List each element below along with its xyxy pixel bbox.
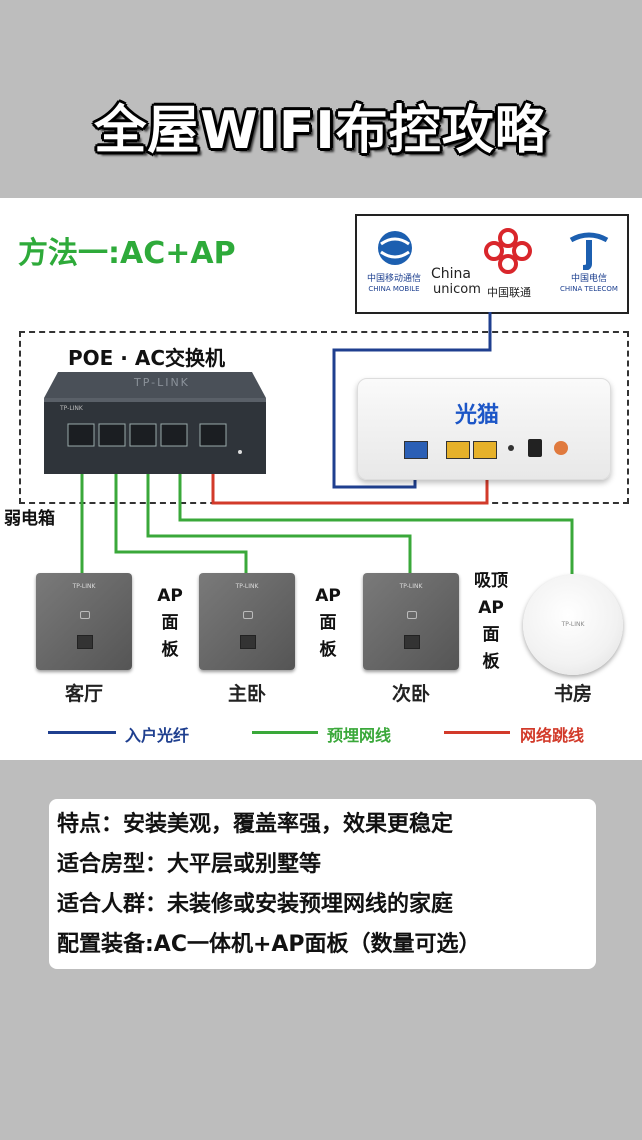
ap-port-icon — [240, 635, 256, 649]
feature-4: 配置装备:AC一体机+AP面板（数量可选） — [57, 932, 481, 957]
china-mobile-en: CHINA MOBILE — [368, 285, 420, 293]
modem-label: 光猫 — [455, 403, 500, 428]
china-telecom-logo-icon — [569, 232, 609, 270]
ap-led-icon — [407, 611, 417, 619]
legend-fiber-line — [48, 731, 116, 734]
switch-brand-small: TP-LINK — [60, 405, 83, 412]
cable-second — [146, 470, 412, 575]
ap-port-icon — [404, 635, 420, 649]
china-mobile-cn: 中国移动通信 — [366, 274, 421, 284]
unicom-en-2: unicom — [433, 282, 481, 297]
ap-led-icon — [243, 611, 253, 619]
modem-fiber-port — [404, 441, 428, 459]
room-second: 次卧 — [391, 683, 430, 705]
legend-cable-text: 预埋网线 — [327, 726, 392, 745]
method-title: 方法一:AC+AP — [18, 236, 236, 271]
ap-led-icon — [80, 611, 90, 619]
features-box — [49, 799, 596, 969]
ceiling-ap: TP-LINK — [523, 575, 623, 675]
optical-modem — [357, 378, 611, 480]
legend-fiber-text: 入户光纤 — [125, 726, 190, 745]
modem-lan1-port — [446, 441, 470, 459]
ap-panel-livingroom: TP-LINK — [36, 573, 132, 670]
ap-panel-master: TP-LINK — [199, 573, 295, 670]
modem-reset-hole — [508, 445, 514, 451]
isp-logos-box: 中国移动通信 CHINA MOBILE China unicom 中国联通 中国… — [355, 214, 629, 314]
switch-label: POE · AC交换机 — [68, 346, 226, 370]
page-title: 全屋WIFI布控攻略 — [94, 101, 548, 161]
modem-power-button — [554, 441, 568, 455]
ap-port-icon — [77, 635, 93, 649]
jumper-line — [211, 460, 489, 505]
room-livingroom: 客厅 — [64, 683, 103, 705]
china-telecom-en: CHINA TELECOM — [560, 285, 618, 293]
cable-study — [178, 470, 574, 574]
weak-box-label: 弱电箱 — [4, 509, 55, 529]
feature-2: 适合房型：大平层或别墅等 — [57, 852, 322, 877]
ceiling-brand: TP-LINK — [561, 621, 585, 628]
ap-label-2: AP 面 板 — [315, 586, 341, 660]
feature-1: 特点：安装美观，覆盖率强，效果更稳定 — [57, 812, 454, 837]
ap-label-1: AP 面 板 — [157, 586, 183, 660]
switch-brand: TP-LINK — [134, 376, 190, 389]
china-unicom-logo-icon — [484, 228, 532, 274]
ap-brand: TP-LINK — [399, 583, 423, 590]
modem-power-port — [528, 439, 542, 457]
unicom-en-1: China — [431, 266, 471, 282]
feature-3: 适合人群：未装修或安装预埋网线的家庭 — [57, 892, 454, 917]
ceiling-ap-label: 吸顶 AP 面 板 — [474, 571, 508, 672]
legend-cable-line — [252, 731, 318, 734]
poe-ac-switch — [44, 372, 266, 474]
china-mobile-logo-icon — [378, 231, 412, 265]
room-study: 书房 — [553, 683, 592, 705]
ap-brand: TP-LINK — [72, 583, 96, 590]
modem-lan2-port — [473, 441, 497, 459]
ap-panel-second: TP-LINK — [363, 573, 459, 670]
fiber-line — [332, 312, 492, 489]
china-telecom-cn: 中国电信 — [570, 274, 607, 284]
cable-master — [114, 470, 248, 575]
unicom-cn: 中国联通 — [487, 286, 531, 299]
legend-jumper-line — [444, 731, 510, 734]
ap-brand: TP-LINK — [235, 583, 259, 590]
legend-jumper-text: 网络跳线 — [520, 726, 585, 745]
room-master: 主卧 — [227, 683, 266, 705]
